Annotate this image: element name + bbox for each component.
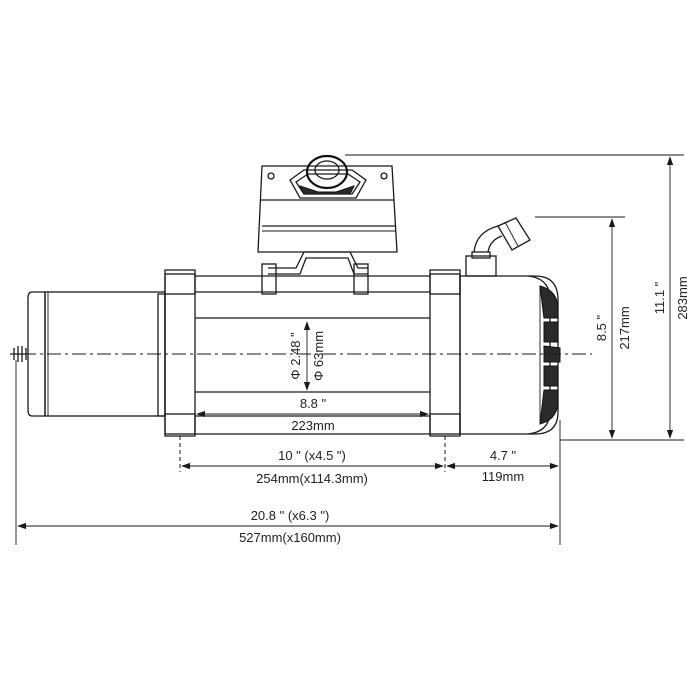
overall-length-metric: 527mm(x160mm): [239, 530, 341, 545]
overall-height-metric: 283mm: [675, 276, 690, 319]
quick-connector-socket: [289, 154, 367, 199]
gearbox-length-imperial: 4.7 ": [490, 448, 517, 463]
gearbox: [459, 275, 561, 435]
gearbox-length-metric: 119mm: [482, 469, 524, 484]
drum-diameter-imperial: Φ 2.48 ": [288, 332, 303, 380]
right-end-bracket: [429, 269, 461, 437]
overall-height-imperial: 11.1 ": [652, 281, 667, 314]
cable-elbow: [465, 217, 531, 277]
dimension-labels: Φ 2.48 " Φ 63mm 8.8 " 223mm 10 " (x4.5 "…: [239, 276, 690, 545]
left-end-bracket: [157, 269, 196, 437]
mount-spacing-metric: 254mm(x114.3mm): [256, 471, 368, 486]
motor-height-metric: 217mm: [617, 306, 632, 349]
drum-length-imperial: 8.8 ": [300, 396, 327, 411]
drum-length-metric: 223mm: [291, 418, 334, 433]
control-box: [257, 154, 398, 295]
control-box-bracket: [261, 251, 369, 295]
extension-lines: [15, 154, 684, 545]
drum-diameter-metric: Φ 63mm: [311, 331, 326, 381]
dimension-lines: [17, 156, 674, 530]
motor-height-imperial: 8.5 ": [594, 314, 609, 341]
overall-length-imperial: 20.8 " (x6.3 "): [251, 508, 330, 523]
mount-spacing-imperial: 10 " (x4.5 "): [278, 448, 346, 463]
